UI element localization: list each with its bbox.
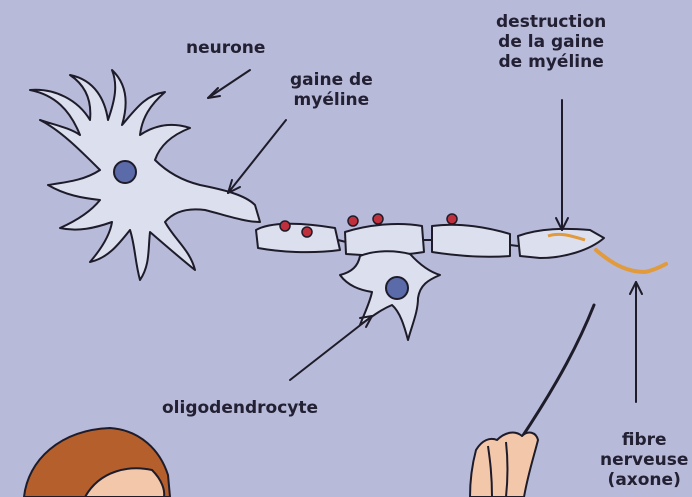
neuron-cell-body	[30, 70, 260, 280]
neuron-nucleus	[114, 161, 136, 183]
label-gaine-de-myeline: gaine de myéline	[290, 70, 373, 110]
label-fibre-line1: fibre	[600, 430, 688, 450]
presenter-figure	[24, 428, 170, 497]
label-fibre-line2: nerveuse	[600, 450, 688, 470]
label-neurone-text: neurone	[186, 38, 265, 58]
label-fibre-line3: (axone)	[600, 470, 688, 490]
label-gaine-line1: gaine de	[290, 70, 373, 90]
label-oligo-text: oligodendrocyte	[162, 398, 318, 418]
pointer-stick	[520, 305, 594, 440]
label-gaine-line2: myéline	[290, 90, 373, 110]
label-neurone: neurone	[186, 38, 265, 58]
label-destruction-line3: de myéline	[496, 52, 606, 72]
hand	[470, 433, 538, 497]
label-fibre-nerveuse: fibre nerveuse (axone)	[600, 430, 688, 490]
exposed-axon-fiber	[596, 250, 666, 272]
oligodendrocyte-nucleus	[386, 277, 408, 299]
label-oligodendrocyte: oligodendrocyte	[162, 398, 318, 418]
label-destruction-line1: destruction	[496, 12, 606, 32]
label-destruction-line2: de la gaine	[496, 32, 606, 52]
label-destruction: destruction de la gaine de myéline	[496, 12, 606, 72]
